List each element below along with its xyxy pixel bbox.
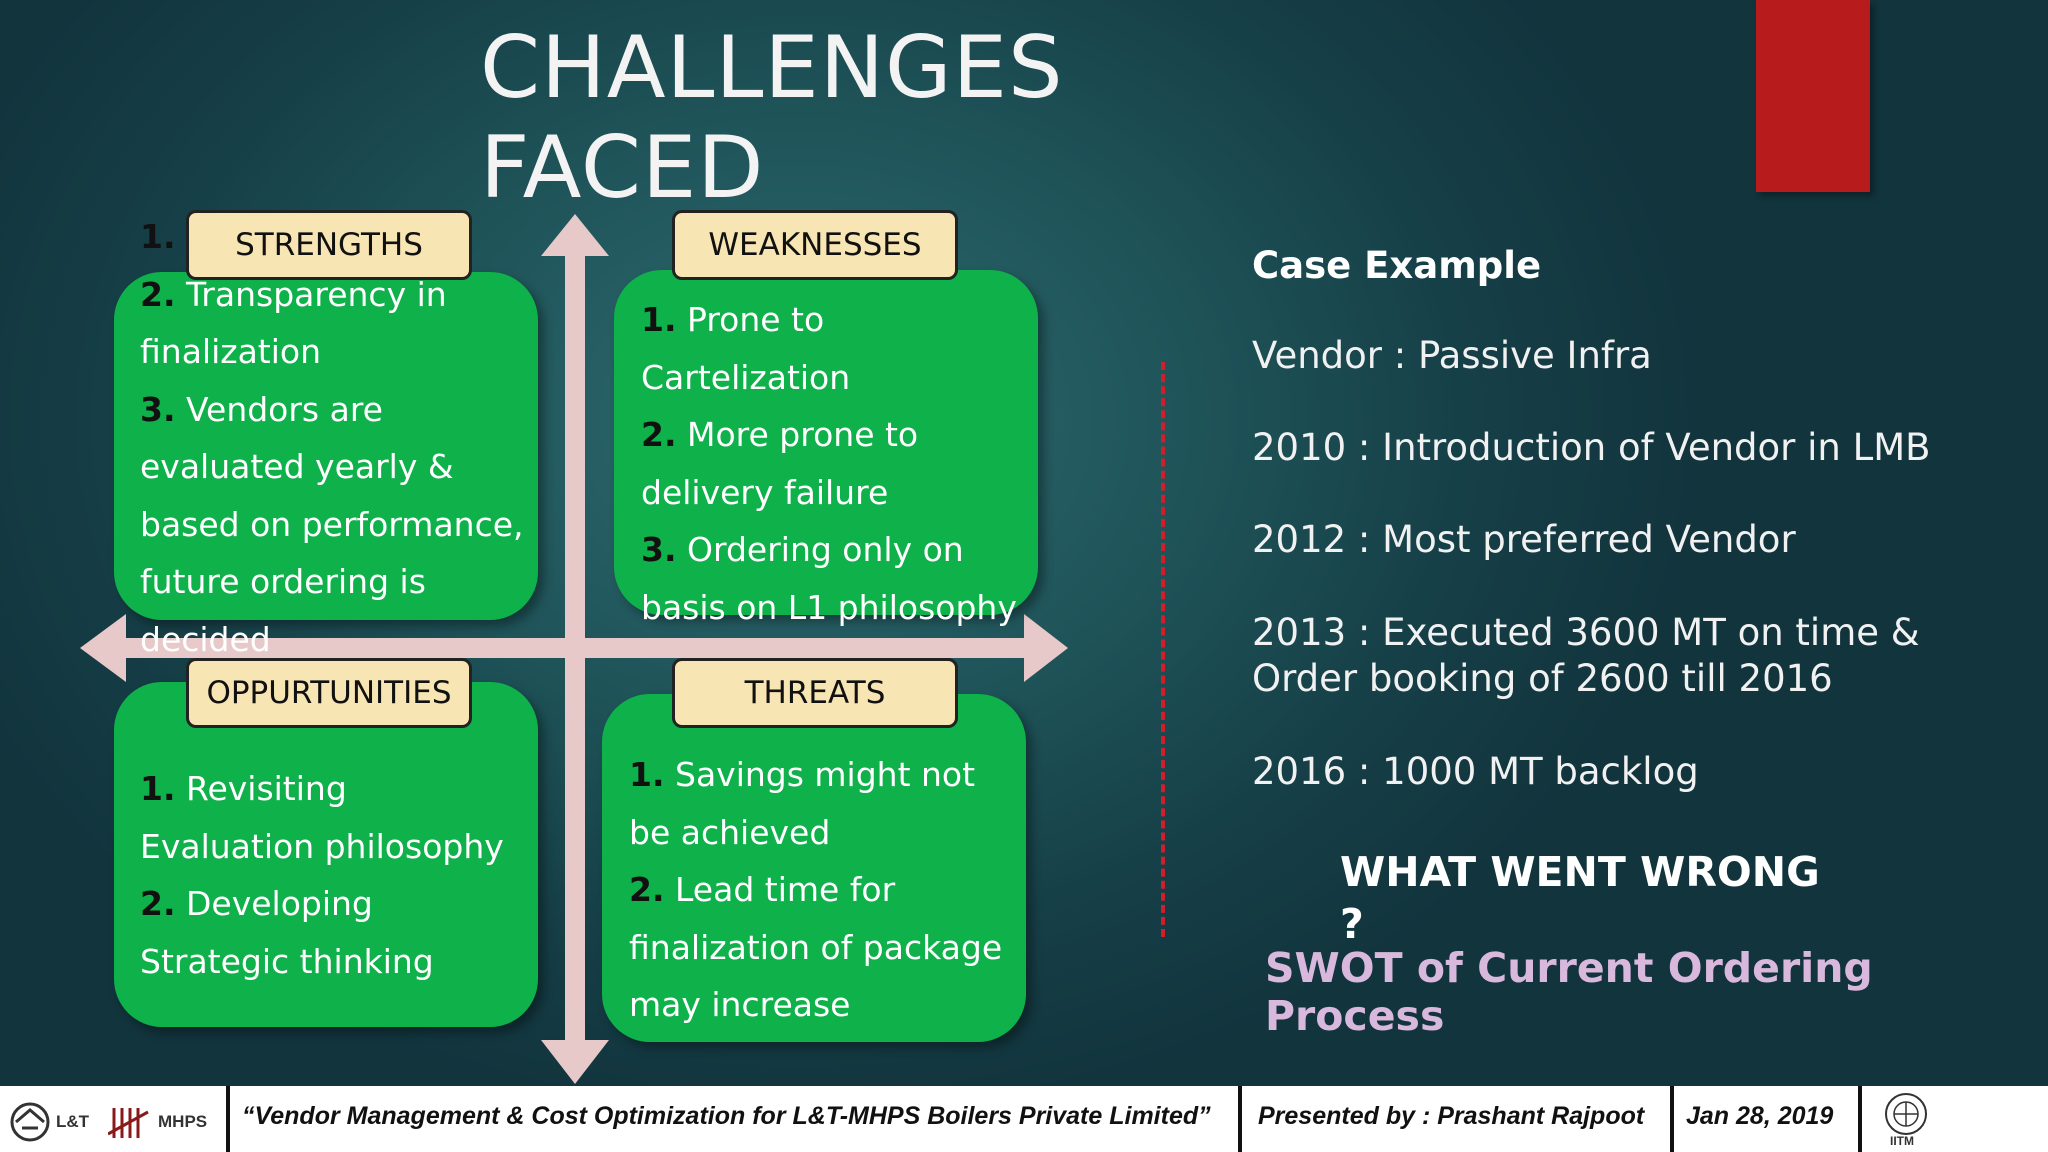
strengths-label: STRENGTHS bbox=[186, 210, 472, 280]
case-vendor: Vendor : Passive Infra bbox=[1252, 334, 1652, 377]
strengths-item-2: 2. Transparency in finalization bbox=[140, 274, 447, 372]
threats-item-1: 1. Savings might not be achieved bbox=[629, 755, 976, 852]
footer-separator-4 bbox=[1858, 1086, 1862, 1152]
opportunities-label: OPPURTUNITIES bbox=[186, 658, 472, 728]
case-example-heading: Case Example bbox=[1252, 244, 1542, 287]
up-arrowhead bbox=[541, 214, 609, 256]
weaknesses-item-3: 3. Ordering only on basis on L1 philosop… bbox=[641, 530, 1017, 627]
case-timeline-2013: 2013 : Executed 3600 MT on time & bbox=[1252, 611, 1920, 654]
case-timeline-2013-cont: Order booking of 2600 till 2016 bbox=[1252, 657, 1833, 700]
swot-caption: SWOT of Current Ordering Process bbox=[1265, 944, 1873, 1040]
weaknesses-list: 1. Prone to Cartelization 2. More prone … bbox=[641, 291, 1031, 636]
iitm-logo-text: IITM bbox=[1890, 1134, 1914, 1148]
strengths-item-3: 3. Vendors are evaluated yearly & based … bbox=[140, 389, 524, 659]
left-arrowhead bbox=[80, 614, 126, 682]
right-arrowhead bbox=[1024, 614, 1068, 682]
weaknesses-item-1: 1. Prone to Cartelization bbox=[641, 300, 851, 397]
opportunities-item-1: 1. Revisiting Evaluation philosophy bbox=[140, 769, 504, 866]
iitm-logo-icon bbox=[1885, 1093, 1927, 1135]
footer-separator-1 bbox=[226, 1086, 230, 1152]
swot-axes bbox=[80, 214, 1068, 1084]
footer-date: Jan 28, 2019 bbox=[1686, 1102, 1834, 1130]
question-line-1: WHAT WENT WRONG bbox=[1340, 848, 1820, 896]
lt-logo-text: L&T bbox=[56, 1112, 90, 1131]
strengths-list: 1. S 2. Transparency in finalization 3. … bbox=[140, 208, 540, 668]
case-timeline-2016: 2016 : 1000 MT backlog bbox=[1252, 750, 1699, 793]
footer-presenter: Presented by : Prashant Rajpoot bbox=[1258, 1102, 1645, 1130]
question-heading: WHAT WENT WRONG ? bbox=[1340, 846, 1820, 950]
opportunities-list: 1. Revisiting Evaluation philosophy 2. D… bbox=[140, 760, 530, 990]
threats-box bbox=[602, 694, 1026, 1042]
case-timeline-2012: 2012 : Most preferred Vendor bbox=[1252, 518, 1796, 561]
footer-bar bbox=[0, 1086, 2048, 1152]
opportunities-box bbox=[114, 682, 538, 1027]
weaknesses-label: WEAKNESSES bbox=[672, 210, 958, 280]
weaknesses-box bbox=[614, 270, 1038, 615]
threats-item-2: 2. Lead time for finalization of package… bbox=[629, 870, 1003, 1024]
threats-label: THREATS bbox=[672, 658, 958, 728]
case-timeline-2010: 2010 : Introduction of Vendor in LMB bbox=[1252, 426, 1931, 469]
strengths-box bbox=[114, 272, 538, 620]
down-arrowhead bbox=[541, 1040, 609, 1084]
mhps-logo-text: MHPS bbox=[158, 1112, 208, 1131]
threats-list: 1. Savings might not be achieved 2. Lead… bbox=[629, 746, 1009, 1034]
opportunities-item-2: 2. Developing Strategic thinking bbox=[140, 884, 434, 981]
red-accent-block bbox=[1756, 0, 1870, 192]
footer-separator-2 bbox=[1238, 1086, 1242, 1152]
footer-separator-3 bbox=[1670, 1086, 1674, 1152]
footer-project-title: “Vendor Management & Cost Optimization f… bbox=[242, 1102, 1211, 1130]
dashed-divider bbox=[1161, 362, 1167, 937]
weaknesses-item-2: 2. More prone to delivery failure bbox=[641, 415, 919, 512]
horizontal-axis bbox=[120, 638, 1030, 658]
slide-title: CHALLENGES FACED bbox=[480, 18, 1064, 218]
mhps-logo-icon bbox=[108, 1108, 149, 1138]
lt-logo-icon bbox=[10, 1102, 50, 1142]
question-line-2: ? bbox=[1340, 900, 1364, 948]
